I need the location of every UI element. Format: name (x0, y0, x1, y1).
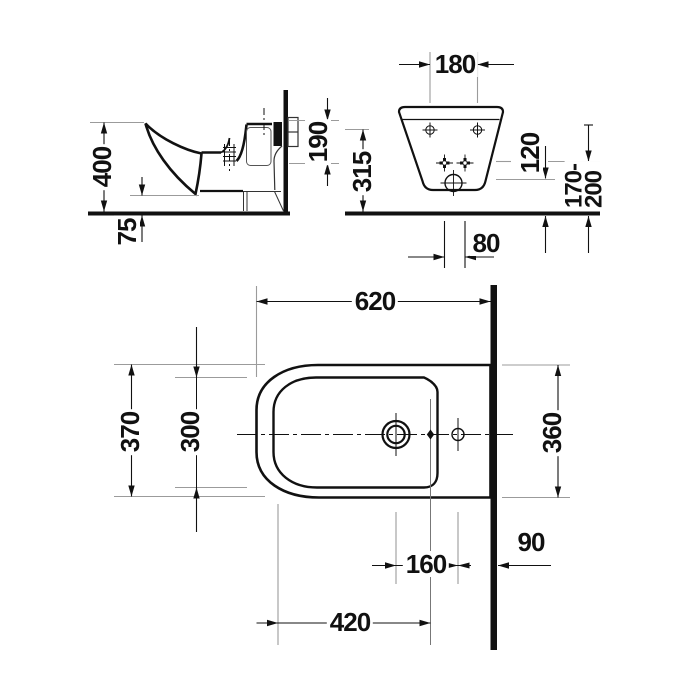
side-wall-line (283, 90, 288, 213)
position-marker-diamond (426, 429, 435, 440)
arrowhead (138, 215, 146, 227)
arrowhead (359, 200, 367, 212)
arrowhead (585, 150, 592, 162)
drain-section-hatch (223, 139, 236, 171)
upper-fixing-holes (422, 122, 485, 138)
dim-370 (114, 363, 265, 498)
dim-label-300: 300 (175, 408, 205, 456)
arrowhead (100, 122, 108, 134)
dim-label-90: 90 (514, 529, 548, 555)
arrowhead (554, 486, 562, 498)
dim-90 (498, 562, 551, 569)
arrowhead (479, 298, 491, 305)
arrowhead (585, 216, 592, 227)
arrowhead (446, 562, 458, 569)
bowl-back-curve (235, 124, 248, 162)
plan-wall-line (490, 285, 497, 650)
arrowhead (193, 366, 200, 378)
arrowhead (419, 619, 431, 627)
dim-label-360: 360 (537, 409, 567, 457)
tap-hole (381, 413, 411, 456)
dim-label-420: 420 (326, 609, 374, 635)
dim-label-120: 120 (515, 129, 545, 177)
arrowhead (542, 216, 549, 227)
dim-label-75: 75 (112, 215, 142, 249)
lower-fixing-holes (436, 154, 474, 172)
arrowhead (267, 619, 278, 627)
arrowhead (193, 487, 200, 499)
dim-170-200 (584, 124, 593, 253)
arrowhead (100, 200, 108, 212)
dim-label-315: 315 (347, 148, 377, 196)
arrowhead (128, 364, 135, 376)
side-view (88, 90, 339, 242)
dim-360 (502, 364, 570, 499)
dim-75 (130, 177, 199, 242)
side-floor-line (88, 211, 290, 216)
arrowhead (359, 129, 367, 141)
dim-label-370: 370 (115, 408, 145, 456)
arrowhead (458, 562, 470, 569)
dim-label-180: 180 (431, 51, 479, 77)
dim-label-80: 80 (469, 230, 503, 256)
bidet-side-profile (144, 122, 203, 197)
outlet-hole (440, 170, 467, 196)
basin-inner-outline (272, 376, 439, 489)
arrowhead (433, 253, 445, 261)
wall-contact-section (273, 122, 282, 146)
dim-400 (90, 121, 144, 212)
trap-outline (274, 191, 284, 212)
arrowhead (128, 485, 135, 497)
arrowhead (477, 61, 489, 68)
dim-label-400: 400 (87, 143, 117, 191)
arrowhead (385, 562, 396, 569)
arrowhead (554, 365, 562, 376)
fixing-frame-hidden-outline (246, 127, 272, 166)
rear-floor-line (345, 211, 600, 216)
arrowhead (324, 163, 331, 175)
supply-hole (451, 418, 465, 451)
arrowhead (542, 167, 549, 179)
dim-label-160: 160 (402, 551, 450, 577)
dim-label-170-200: 170- 200 (561, 160, 608, 212)
arrowhead (498, 562, 509, 569)
dim-label-190: 190 (303, 118, 333, 166)
wall-bracket-section (287, 116, 299, 148)
dim-label-620: 620 (351, 288, 399, 314)
arrowhead (419, 61, 430, 68)
bidet-side-details (200, 122, 284, 212)
arrowhead (138, 184, 146, 196)
arrowhead (256, 298, 268, 305)
plan-view (114, 285, 570, 650)
arrowhead (324, 109, 331, 121)
